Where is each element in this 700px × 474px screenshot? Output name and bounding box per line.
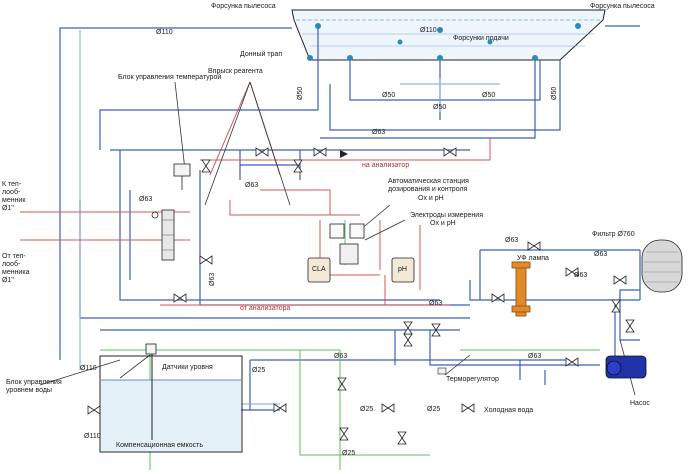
chemical-tanks [307,257,415,283]
label-to-heat-3: менник [2,197,26,204]
label-supply-nozzles: Форсунки подачи [453,35,509,42]
label-tank-ph: pH [398,266,407,273]
label-skimmer-nozzle-left: Форсунка пылесоса [211,3,276,10]
label-from-heat-2: лооб- [2,260,21,268]
dim-d110-tank-bottom: Ø110 [84,433,101,440]
compensation-tank [99,343,243,453]
dim-d50-d: Ø50 [482,92,495,99]
dim-d50-e: Ø50 [551,87,558,100]
label-from-analyzer: от анализатора [240,305,290,312]
dim-d63-a: Ø63 [372,129,385,136]
thermoregulator [437,367,447,375]
dosing-station [329,223,365,265]
sand-filter [641,239,683,293]
dim-d63-j: Ø63 [528,353,541,360]
dim-d110-pool: Ø110 [420,27,437,34]
label-thermoreg: Терморегулятор [446,376,499,383]
dim-d63-b: Ø63 [245,182,258,189]
dim-d63-i: Ø63 [334,353,347,360]
dim-d25-b: Ø25 [360,406,373,413]
label-pump: Насос [630,400,650,407]
label-auto-station-2: дозирования и контроля [388,186,468,193]
black-leader-lines [39,81,636,443]
label-from-heat-4: Ø1" [2,277,14,284]
label-electrodes-1: Электроды измерения [410,212,483,219]
label-temp-control-unit: Блок управления температурой [118,73,221,81]
red-piping [20,81,491,306]
pool-basin [291,9,606,61]
label-auto-station-3: Ox и pH [418,195,444,202]
label-water-level-control-2: уровнем воды [6,387,52,394]
label-cold-water: Холодная вода [484,407,533,414]
uv-lamp-unit [511,261,531,317]
label-to-heat-2: лооб- [2,188,21,196]
label-tank-cla: CLA [312,266,326,273]
dim-d110-tank-left: Ø110 [80,365,97,372]
valves [87,147,635,445]
dim-d63-f: Ø63 [594,251,607,258]
label-from-heat-1: От теп- [2,253,26,260]
label-compensation-tank: Компенсационная емкость [116,442,203,449]
label-skimmer-nozzle-right: Форсунка пылесоса [590,3,655,10]
dim-d25-d: Ø25 [342,450,355,457]
label-water-level-control-1: Блок управления [6,379,62,386]
dim-d50-a: Ø50 [297,87,304,100]
label-bottom-drain: Донный трап [240,50,282,58]
label-from-heat-3: менника [2,269,30,276]
dim-d63-e: Ø63 [505,237,518,244]
dim-d25-a: Ø25 [252,367,265,374]
dim-d25-c: Ø25 [427,406,440,413]
label-electrodes-2: Ox и pH [430,220,456,227]
label-level-sensors: Датчики уровня [162,364,213,371]
dim-d50-c: Ø50 [433,104,446,111]
text-labels: Форсунка пылесоса Форсунка пылесоса Форс… [2,3,655,449]
dim-d63-g: Ø63 [574,272,587,279]
pump-unit [605,355,647,379]
label-to-heat-4: Ø1" [2,205,14,212]
label-filter: Фильтр Ø760 [592,231,635,238]
dim-d63-d: Ø63 [209,273,216,286]
label-to-analyzer: на анализатор [362,162,409,169]
heat-exchanger [151,209,175,261]
dim-d50-b: Ø50 [382,92,395,99]
label-to-heat-1: К теп- [2,181,22,188]
temp-control-unit [173,163,191,190]
dim-d63-h: Ø63 [429,300,442,307]
label-auto-station-1: Автоматическая станция [388,178,469,185]
dim-d63-c: Ø63 [139,196,152,203]
dim-d110-top: Ø110 [156,29,173,36]
pipe-dimensions: Ø110 Ø110 Ø110 Ø110 Ø50 Ø50 Ø50 Ø50 Ø50 … [80,27,607,457]
label-uv-lamp: УФ лампа [517,255,549,262]
label-reagent-injection: Впрыск реагента [208,68,263,75]
pool-nozzles [307,23,581,61]
